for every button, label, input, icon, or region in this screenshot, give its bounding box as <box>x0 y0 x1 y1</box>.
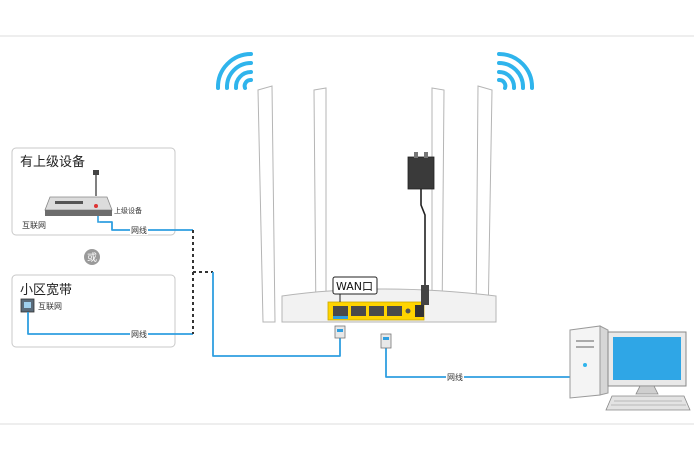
antenna-1 <box>257 85 276 323</box>
antenna-2 <box>313 87 327 323</box>
antenna-3 <box>431 87 445 323</box>
upstream-cable <box>100 221 193 231</box>
upstream-internet-label: 互联网 <box>22 221 46 230</box>
wan-callout <box>332 276 378 295</box>
broadband-panel: 小区宽带 互联网 <box>11 274 176 348</box>
upstream-panel: 有上级设备 上级设备 互联网 <box>11 147 176 236</box>
computer-icon <box>569 325 691 411</box>
lan-cable <box>385 348 574 378</box>
wan-label: WAN口 <box>336 280 373 293</box>
or-label: 或 <box>87 252 97 264</box>
power-port <box>415 305 424 317</box>
upstream-device-caption: 上级设备 <box>114 206 142 215</box>
upstream-cable-label: 网线 <box>131 225 147 235</box>
ethernet-ports <box>333 306 402 316</box>
wifi-icon-left <box>215 52 253 90</box>
lan-port-2 <box>369 306 384 316</box>
cables <box>27 221 574 378</box>
wan-port <box>333 306 348 316</box>
upstream-panel-title: 有上级设备 <box>20 154 85 170</box>
router: WAN口 <box>257 85 497 323</box>
broadband-panel-title: 小区宽带 <box>20 282 72 298</box>
lan-port-3 <box>387 306 402 316</box>
broadband-cable-label: 网线 <box>131 329 147 339</box>
broadband-internet-label: 互联网 <box>38 302 62 311</box>
power-adapter-icon <box>407 152 435 305</box>
or-badge: 或 <box>84 249 100 265</box>
antenna-4 <box>475 85 493 323</box>
wan-port-marker <box>333 316 348 319</box>
modem-icon <box>44 170 113 216</box>
wan-cable <box>212 272 341 357</box>
reset-button <box>405 308 411 314</box>
wall-socket-icon <box>20 298 35 313</box>
computer-cable-label: 网线 <box>447 372 463 382</box>
wifi-icon-right <box>497 52 535 90</box>
lan-port-1 <box>351 306 366 316</box>
lan-plug-icon <box>380 333 392 349</box>
wan-plug-icon <box>334 325 346 339</box>
